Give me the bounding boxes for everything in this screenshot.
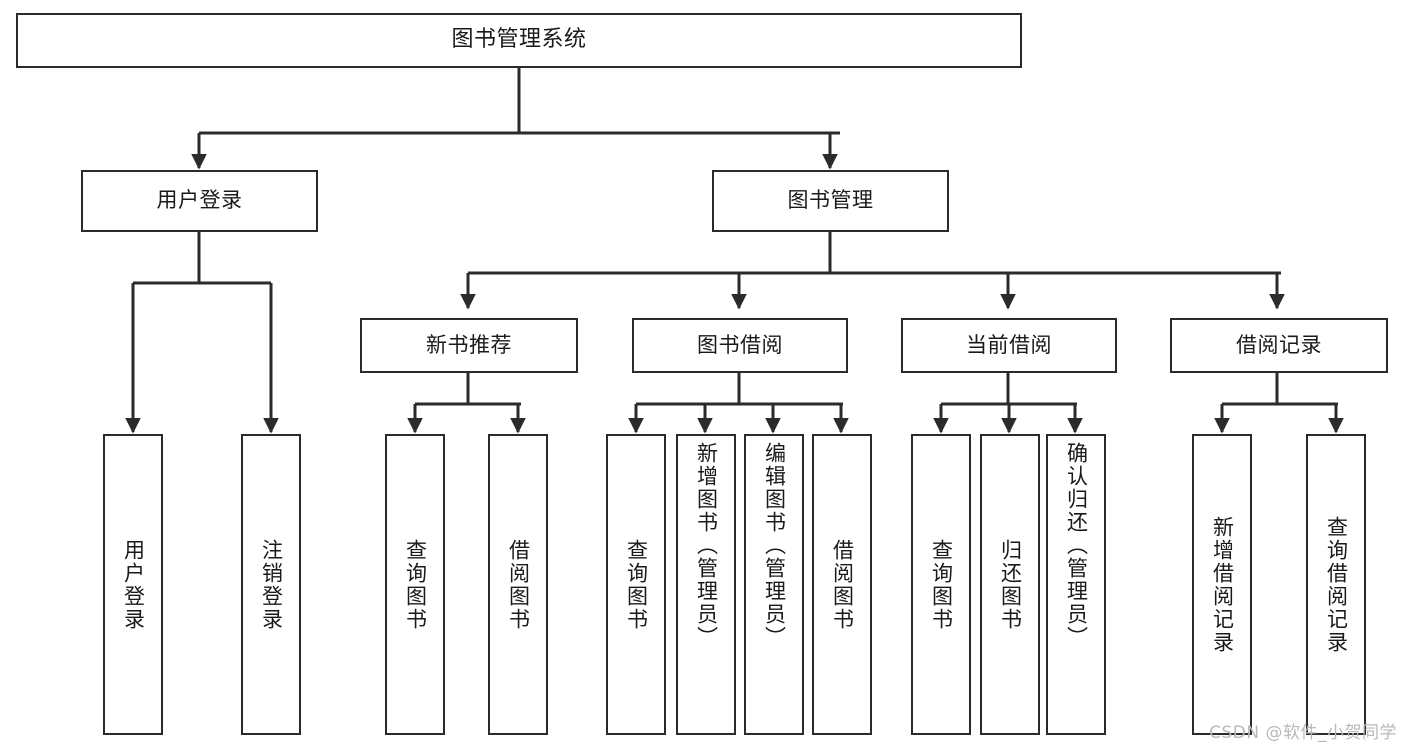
watermark-text: CSDN @软件_小贺同学 [1209, 723, 1397, 743]
node-leaf-query-book-3[interactable]: 查询图书 [911, 434, 971, 735]
node-leaf-borrow-book-1-label: 借阅图书 [506, 538, 531, 631]
node-current-borrow[interactable]: 当前借阅 [901, 318, 1117, 373]
node-leaf-logout-label: 注销登录 [259, 538, 284, 631]
node-leaf-user-login[interactable]: 用户登录 [103, 434, 163, 735]
node-book-management-label: 图书管理 [787, 188, 874, 213]
node-user-login-label: 用户登录 [156, 188, 243, 213]
node-leaf-edit-book[interactable]: 编辑图书（管理员） [744, 434, 804, 735]
node-leaf-logout[interactable]: 注销登录 [241, 434, 301, 735]
leaf-return-book-inner: 归还图书 [982, 436, 1038, 733]
node-borrow-record[interactable]: 借阅记录 [1170, 318, 1388, 373]
node-leaf-query-book-2[interactable]: 查询图书 [606, 434, 666, 735]
node-book-borrow[interactable]: 图书借阅 [632, 318, 848, 373]
node-leaf-borrow-book-2-label: 借阅图书 [830, 538, 855, 631]
node-leaf-return-book[interactable]: 归还图书 [980, 434, 1040, 735]
leaf-borrow-book-2-inner: 借阅图书 [814, 436, 870, 733]
leaf-edit-book-inner: 编辑图书（管理员） [746, 436, 802, 739]
node-leaf-query-record-label: 查询借阅记录 [1324, 515, 1349, 654]
node-leaf-query-book-3-label: 查询图书 [929, 538, 954, 631]
node-leaf-query-book-2-label: 查询图书 [624, 538, 649, 631]
node-new-book-recommend[interactable]: 新书推荐 [360, 318, 578, 373]
leaf-query-book-1-inner: 查询图书 [387, 436, 443, 733]
node-leaf-user-login-label: 用户登录 [121, 538, 146, 631]
node-root[interactable]: 图书管理系统 [16, 13, 1022, 68]
node-leaf-add-record-label: 新增借阅记录 [1210, 515, 1235, 654]
node-leaf-confirm-return-label: 确认归还（管理员） [1064, 442, 1089, 649]
leaf-query-book-2-inner: 查询图书 [608, 436, 664, 733]
node-borrow-record-label: 借阅记录 [1236, 332, 1322, 357]
leaf-query-book-3-inner: 查询图书 [913, 436, 969, 733]
node-root-label: 图书管理系统 [451, 27, 587, 53]
node-book-management[interactable]: 图书管理 [712, 170, 949, 232]
node-book-borrow-label: 图书借阅 [697, 332, 783, 357]
node-user-login[interactable]: 用户登录 [81, 170, 318, 232]
leaf-logout-inner: 注销登录 [243, 436, 299, 733]
node-leaf-query-book-1-label: 查询图书 [403, 538, 428, 631]
node-current-borrow-label: 当前借阅 [966, 332, 1052, 357]
node-leaf-query-book-1[interactable]: 查询图书 [385, 434, 445, 735]
leaf-borrow-book-1-inner: 借阅图书 [490, 436, 546, 733]
leaf-confirm-return-inner: 确认归还（管理员） [1048, 436, 1104, 739]
node-leaf-borrow-book-1[interactable]: 借阅图书 [488, 434, 548, 735]
leaf-user-login-inner: 用户登录 [105, 436, 161, 733]
node-new-book-recommend-label: 新书推荐 [426, 332, 512, 357]
node-leaf-add-record[interactable]: 新增借阅记录 [1192, 434, 1252, 735]
node-leaf-return-book-label: 归还图书 [998, 538, 1023, 631]
node-leaf-borrow-book-2[interactable]: 借阅图书 [812, 434, 872, 735]
leaf-add-book-inner: 新增图书（管理员） [678, 436, 734, 739]
leaf-query-record-inner: 查询借阅记录 [1308, 436, 1364, 733]
node-leaf-edit-book-label: 编辑图书（管理员） [762, 442, 787, 649]
node-leaf-add-book[interactable]: 新增图书（管理员） [676, 434, 736, 735]
node-leaf-confirm-return[interactable]: 确认归还（管理员） [1046, 434, 1106, 735]
node-leaf-query-record[interactable]: 查询借阅记录 [1306, 434, 1366, 735]
leaf-add-record-inner: 新增借阅记录 [1194, 436, 1250, 733]
node-leaf-add-book-label: 新增图书（管理员） [694, 442, 719, 649]
